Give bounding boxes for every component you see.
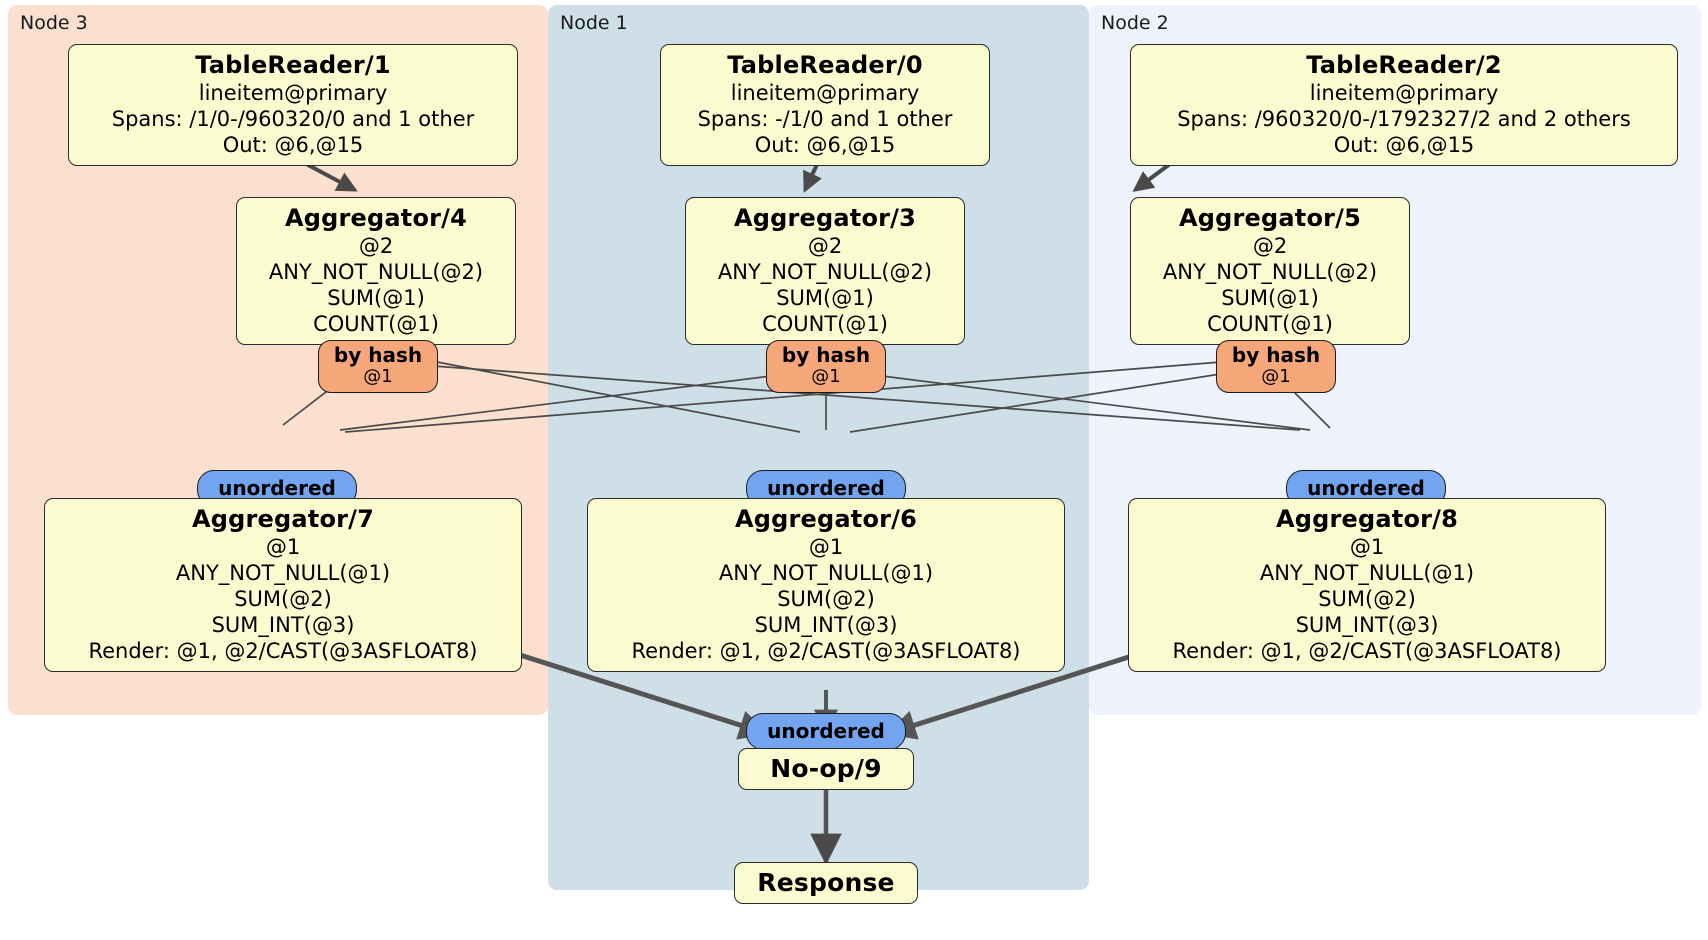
processor-line: SUM_INT(@3) <box>211 613 355 637</box>
processor-line: ANY_NOT_NULL(@2) <box>717 260 933 284</box>
processor-line: SUM_INT(@3) <box>1295 613 1439 637</box>
synchronizer-label: unordered <box>1307 476 1425 500</box>
processor-tablereader-0[interactable]: TableReader/0 lineitem@primary Spans: -/… <box>660 44 990 166</box>
processor-tablereader-2[interactable]: TableReader/2 lineitem@primary Spans: /9… <box>1130 44 1678 166</box>
processor-line: @1 <box>1349 535 1385 559</box>
processor-render-line: Render: @1, @2/CAST(@3ASFLOAT8) <box>88 639 478 663</box>
processor-line: @1 <box>808 535 844 559</box>
processor-aggregator-4[interactable]: Aggregator/4 @2 ANY_NOT_NULL(@2) SUM(@1)… <box>236 197 516 345</box>
processor-title: Aggregator/5 <box>1178 204 1362 232</box>
processor-line: SUM(@1) <box>776 286 874 310</box>
processor-line: lineitem@primary <box>198 81 388 105</box>
processor-line: SUM(@2) <box>777 587 875 611</box>
processor-line: Out: @6,@15 <box>222 133 364 157</box>
router-column-label: @1 <box>811 366 841 387</box>
processor-line: @2 <box>358 234 394 258</box>
router-badge-by-hash-right[interactable]: by hash @1 <box>1216 340 1336 393</box>
processor-line: ANY_NOT_NULL(@1) <box>718 561 934 585</box>
processor-title: Aggregator/4 <box>284 204 468 232</box>
processor-line: SUM(@2) <box>234 587 332 611</box>
processor-aggregator-5[interactable]: Aggregator/5 @2 ANY_NOT_NULL(@2) SUM(@1)… <box>1130 197 1410 345</box>
processor-render-line: Render: @1, @2/CAST(@3ASFLOAT8) <box>1172 639 1562 663</box>
router-badge-by-hash-mid[interactable]: by hash @1 <box>766 340 886 393</box>
processor-title: Response <box>757 868 895 897</box>
processor-line: lineitem@primary <box>1309 81 1499 105</box>
processor-title: TableReader/2 <box>1306 51 1502 79</box>
processor-line: ANY_NOT_NULL(@2) <box>1162 260 1378 284</box>
processor-title: Aggregator/6 <box>734 505 918 533</box>
processor-line: SUM(@1) <box>1221 286 1319 310</box>
processor-noop-9[interactable]: No-op/9 <box>738 748 914 790</box>
processor-line: ANY_NOT_NULL(@1) <box>175 561 391 585</box>
processor-line: SUM(@1) <box>327 286 425 310</box>
node-panel-label: Node 1 <box>560 12 628 34</box>
processor-aggregator-6[interactable]: Aggregator/6 @1 ANY_NOT_NULL(@1) SUM(@2)… <box>587 498 1065 672</box>
processor-line: COUNT(@1) <box>1207 312 1333 336</box>
processor-line: @2 <box>807 234 843 258</box>
router-column-label: @1 <box>1261 366 1291 387</box>
synchronizer-badge-unordered-final[interactable]: unordered <box>746 713 906 750</box>
processor-title: TableReader/0 <box>727 51 923 79</box>
processor-line: COUNT(@1) <box>313 312 439 336</box>
router-badge-by-hash-left[interactable]: by hash @1 <box>318 340 438 393</box>
processor-line: SUM(@2) <box>1318 587 1416 611</box>
processor-title: Aggregator/8 <box>1275 505 1459 533</box>
synchronizer-label: unordered <box>767 719 885 743</box>
processor-line: Out: @6,@15 <box>1333 133 1475 157</box>
processor-line: Out: @6,@15 <box>754 133 896 157</box>
router-kind-label: by hash <box>781 343 871 367</box>
processor-line: ANY_NOT_NULL(@2) <box>268 260 484 284</box>
processor-line: lineitem@primary <box>730 81 920 105</box>
router-kind-label: by hash <box>1231 343 1321 367</box>
synchronizer-label: unordered <box>218 476 336 500</box>
processor-line: COUNT(@1) <box>762 312 888 336</box>
processor-line: Spans: /960320/0-/1792327/2 and 2 others <box>1177 107 1631 131</box>
processor-line: ANY_NOT_NULL(@1) <box>1259 561 1475 585</box>
router-kind-label: by hash <box>333 343 423 367</box>
processor-line: Spans: /1/0-/960320/0 and 1 other <box>111 107 475 131</box>
node-panel-label: Node 2 <box>1101 12 1169 34</box>
processor-line: @1 <box>265 535 301 559</box>
processor-title: No-op/9 <box>770 754 882 783</box>
router-column-label: @1 <box>363 366 393 387</box>
processor-title: Aggregator/3 <box>733 204 917 232</box>
processor-line: @2 <box>1252 234 1288 258</box>
processor-title: Aggregator/7 <box>191 505 375 533</box>
processor-line: SUM_INT(@3) <box>754 613 898 637</box>
synchronizer-label: unordered <box>767 476 885 500</box>
processor-render-line: Render: @1, @2/CAST(@3ASFLOAT8) <box>631 639 1021 663</box>
processor-aggregator-7[interactable]: Aggregator/7 @1 ANY_NOT_NULL(@1) SUM(@2)… <box>44 498 522 672</box>
processor-line: Spans: -/1/0 and 1 other <box>697 107 953 131</box>
processor-aggregator-3[interactable]: Aggregator/3 @2 ANY_NOT_NULL(@2) SUM(@1)… <box>685 197 965 345</box>
processor-response[interactable]: Response <box>734 862 918 904</box>
processor-tablereader-1[interactable]: TableReader/1 lineitem@primary Spans: /1… <box>68 44 518 166</box>
processor-aggregator-8[interactable]: Aggregator/8 @1 ANY_NOT_NULL(@1) SUM(@2)… <box>1128 498 1606 672</box>
processor-title: TableReader/1 <box>195 51 391 79</box>
node-panel-label: Node 3 <box>20 12 88 34</box>
